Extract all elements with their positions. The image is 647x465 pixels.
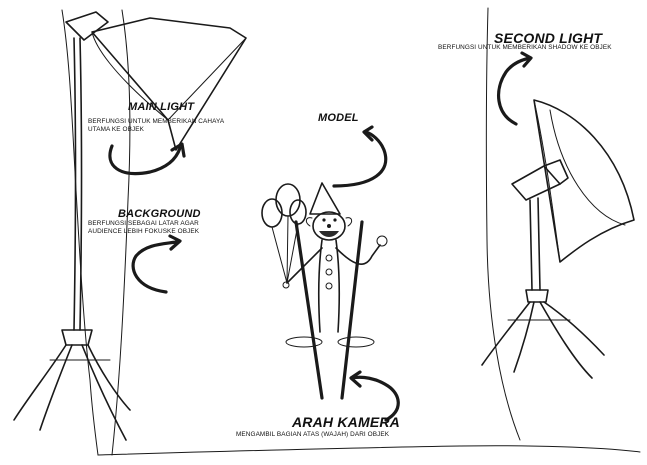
background-title: BACKGROUND: [118, 208, 201, 220]
background-arrow: [133, 236, 180, 292]
second-light-umbrella: [534, 100, 634, 262]
background-description: BERFUNGSI SEBAGAI LATAR AGAR AUDIENCE LE…: [88, 220, 199, 236]
camera-title: ARAH KAMERA: [292, 414, 400, 430]
model-arrow: [334, 127, 386, 186]
main-light-title: MAIN LIGHT: [128, 101, 194, 113]
main-light-tripod: [14, 330, 130, 440]
second-light-arrow: [499, 53, 531, 124]
model-title: MODEL: [318, 112, 359, 124]
main-light-description: BERFUNGSI UNTUK MEMBERIKAN CAHAYA UTAMA …: [88, 118, 224, 134]
second-light-head: [512, 160, 568, 290]
second-light-description: BERFUNGSI UNTUK MEMBERIKAN SHADOW KE OBJ…: [438, 44, 612, 52]
second-light-tripod: [482, 290, 604, 378]
camera-arrow: [351, 372, 398, 420]
main-light-arrow: [110, 144, 184, 174]
camera-description: MENGAMBIL BAGIAN ATAS (WAJAH) DARI OBJEK: [236, 431, 389, 439]
model-clown-figure: [262, 183, 387, 398]
